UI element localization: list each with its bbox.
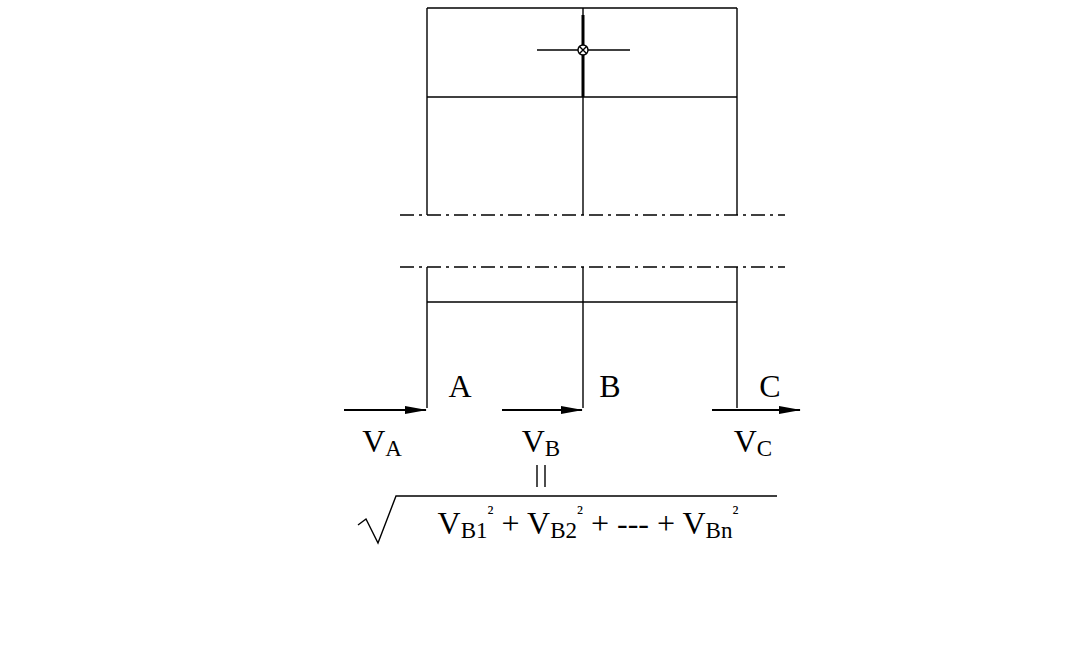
column-label: C <box>759 370 780 402</box>
crosshair-center <box>578 45 588 55</box>
column-a <box>426 267 427 408</box>
srss-formula: VB1² + VB2² + --- + VBn² <box>438 503 739 542</box>
crosshair-vertical <box>582 15 585 97</box>
column-c <box>736 8 737 215</box>
column-label: B <box>599 370 620 402</box>
shear-label: VA <box>362 425 402 460</box>
column-c <box>736 267 737 408</box>
shear-arrow <box>502 409 582 411</box>
break-line <box>400 266 785 267</box>
radical-sign <box>358 496 777 543</box>
column-a <box>426 8 427 215</box>
column-b <box>582 267 583 408</box>
first-floor-beam <box>427 301 737 302</box>
crosshair-mark <box>579 46 587 54</box>
equals-bar <box>536 465 537 487</box>
shear-arrow <box>712 409 800 411</box>
shear-label: VB <box>522 425 560 460</box>
break-line <box>400 214 785 215</box>
shear-label: VC <box>734 425 772 460</box>
column-b <box>582 8 583 215</box>
equals-bar <box>544 465 545 487</box>
column-label: A <box>448 370 471 402</box>
shear-arrow <box>344 409 426 411</box>
top-beam <box>427 7 737 8</box>
